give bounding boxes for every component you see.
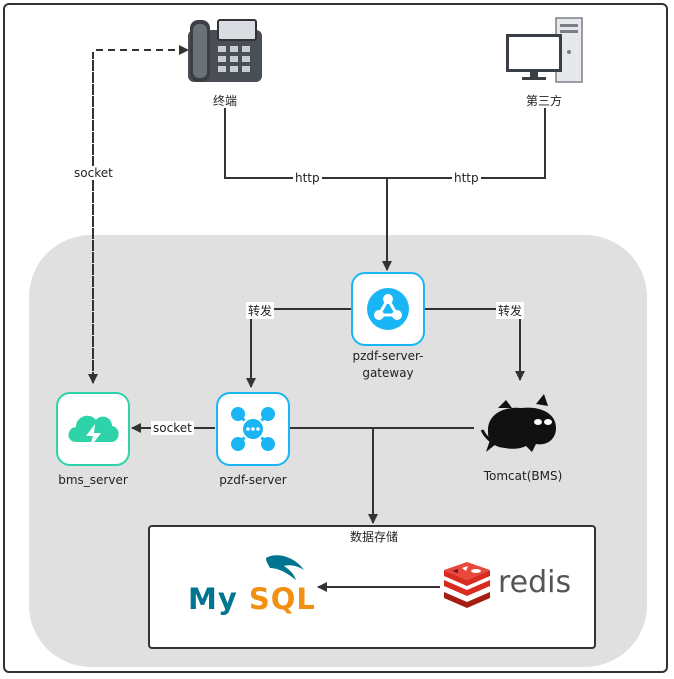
tomcat-label: Tomcat(BMS) bbox=[483, 469, 563, 483]
server-node bbox=[216, 392, 290, 466]
mysql-dolphin-icon bbox=[266, 555, 304, 580]
storage-group-label: 数据存储 bbox=[349, 530, 398, 544]
mysql-my: My bbox=[188, 582, 238, 616]
gateway-label-line2: gateway bbox=[362, 366, 414, 380]
tomcat-cat-icon bbox=[480, 394, 556, 452]
mysql-node: My SQL bbox=[186, 552, 316, 622]
edge-socket-terminal-bms bbox=[92, 45, 189, 383]
third-party-node bbox=[504, 16, 584, 84]
tomcat-node bbox=[478, 390, 564, 460]
network-hub-icon bbox=[367, 288, 409, 330]
mysql-sql: SQL bbox=[248, 582, 316, 616]
redis-label: redis bbox=[498, 565, 572, 600]
diagram-frame bbox=[3, 3, 668, 673]
redis-node: redis bbox=[442, 562, 578, 610]
edge-label-forward-right: 转发 bbox=[496, 302, 525, 319]
gateway-label: pzdf-server- gateway bbox=[330, 348, 446, 382]
edge-terminal-gateway bbox=[224, 108, 387, 179]
edge-thirdparty-gateway bbox=[387, 108, 546, 179]
gateway-label-line1: pzdf-server- bbox=[352, 349, 424, 363]
third-party-label: 第三方 bbox=[525, 94, 562, 108]
mysql-label: My SQL bbox=[188, 582, 316, 616]
edge-label-terminal-socket: socket bbox=[72, 166, 115, 180]
edge-label-terminal-http: http bbox=[293, 171, 322, 185]
redis-cube-icon bbox=[444, 562, 490, 608]
terminal-label: 终端 bbox=[212, 94, 237, 108]
cloud-bolt-icon bbox=[68, 415, 119, 449]
message-hub-icon bbox=[231, 407, 275, 451]
gateway-node bbox=[351, 272, 425, 346]
desk-phone-icon bbox=[188, 19, 262, 82]
desktop-computer-icon bbox=[506, 17, 583, 83]
edge-label-thirdparty-http: http bbox=[452, 171, 481, 185]
bms-server-label: bms_server bbox=[58, 473, 128, 487]
server-label: pzdf-server bbox=[219, 473, 287, 487]
terminal-node bbox=[186, 16, 266, 84]
bms-server-node bbox=[56, 392, 130, 466]
edge-label-server-socket: socket bbox=[151, 421, 194, 435]
edge-label-forward-left: 转发 bbox=[246, 302, 275, 319]
